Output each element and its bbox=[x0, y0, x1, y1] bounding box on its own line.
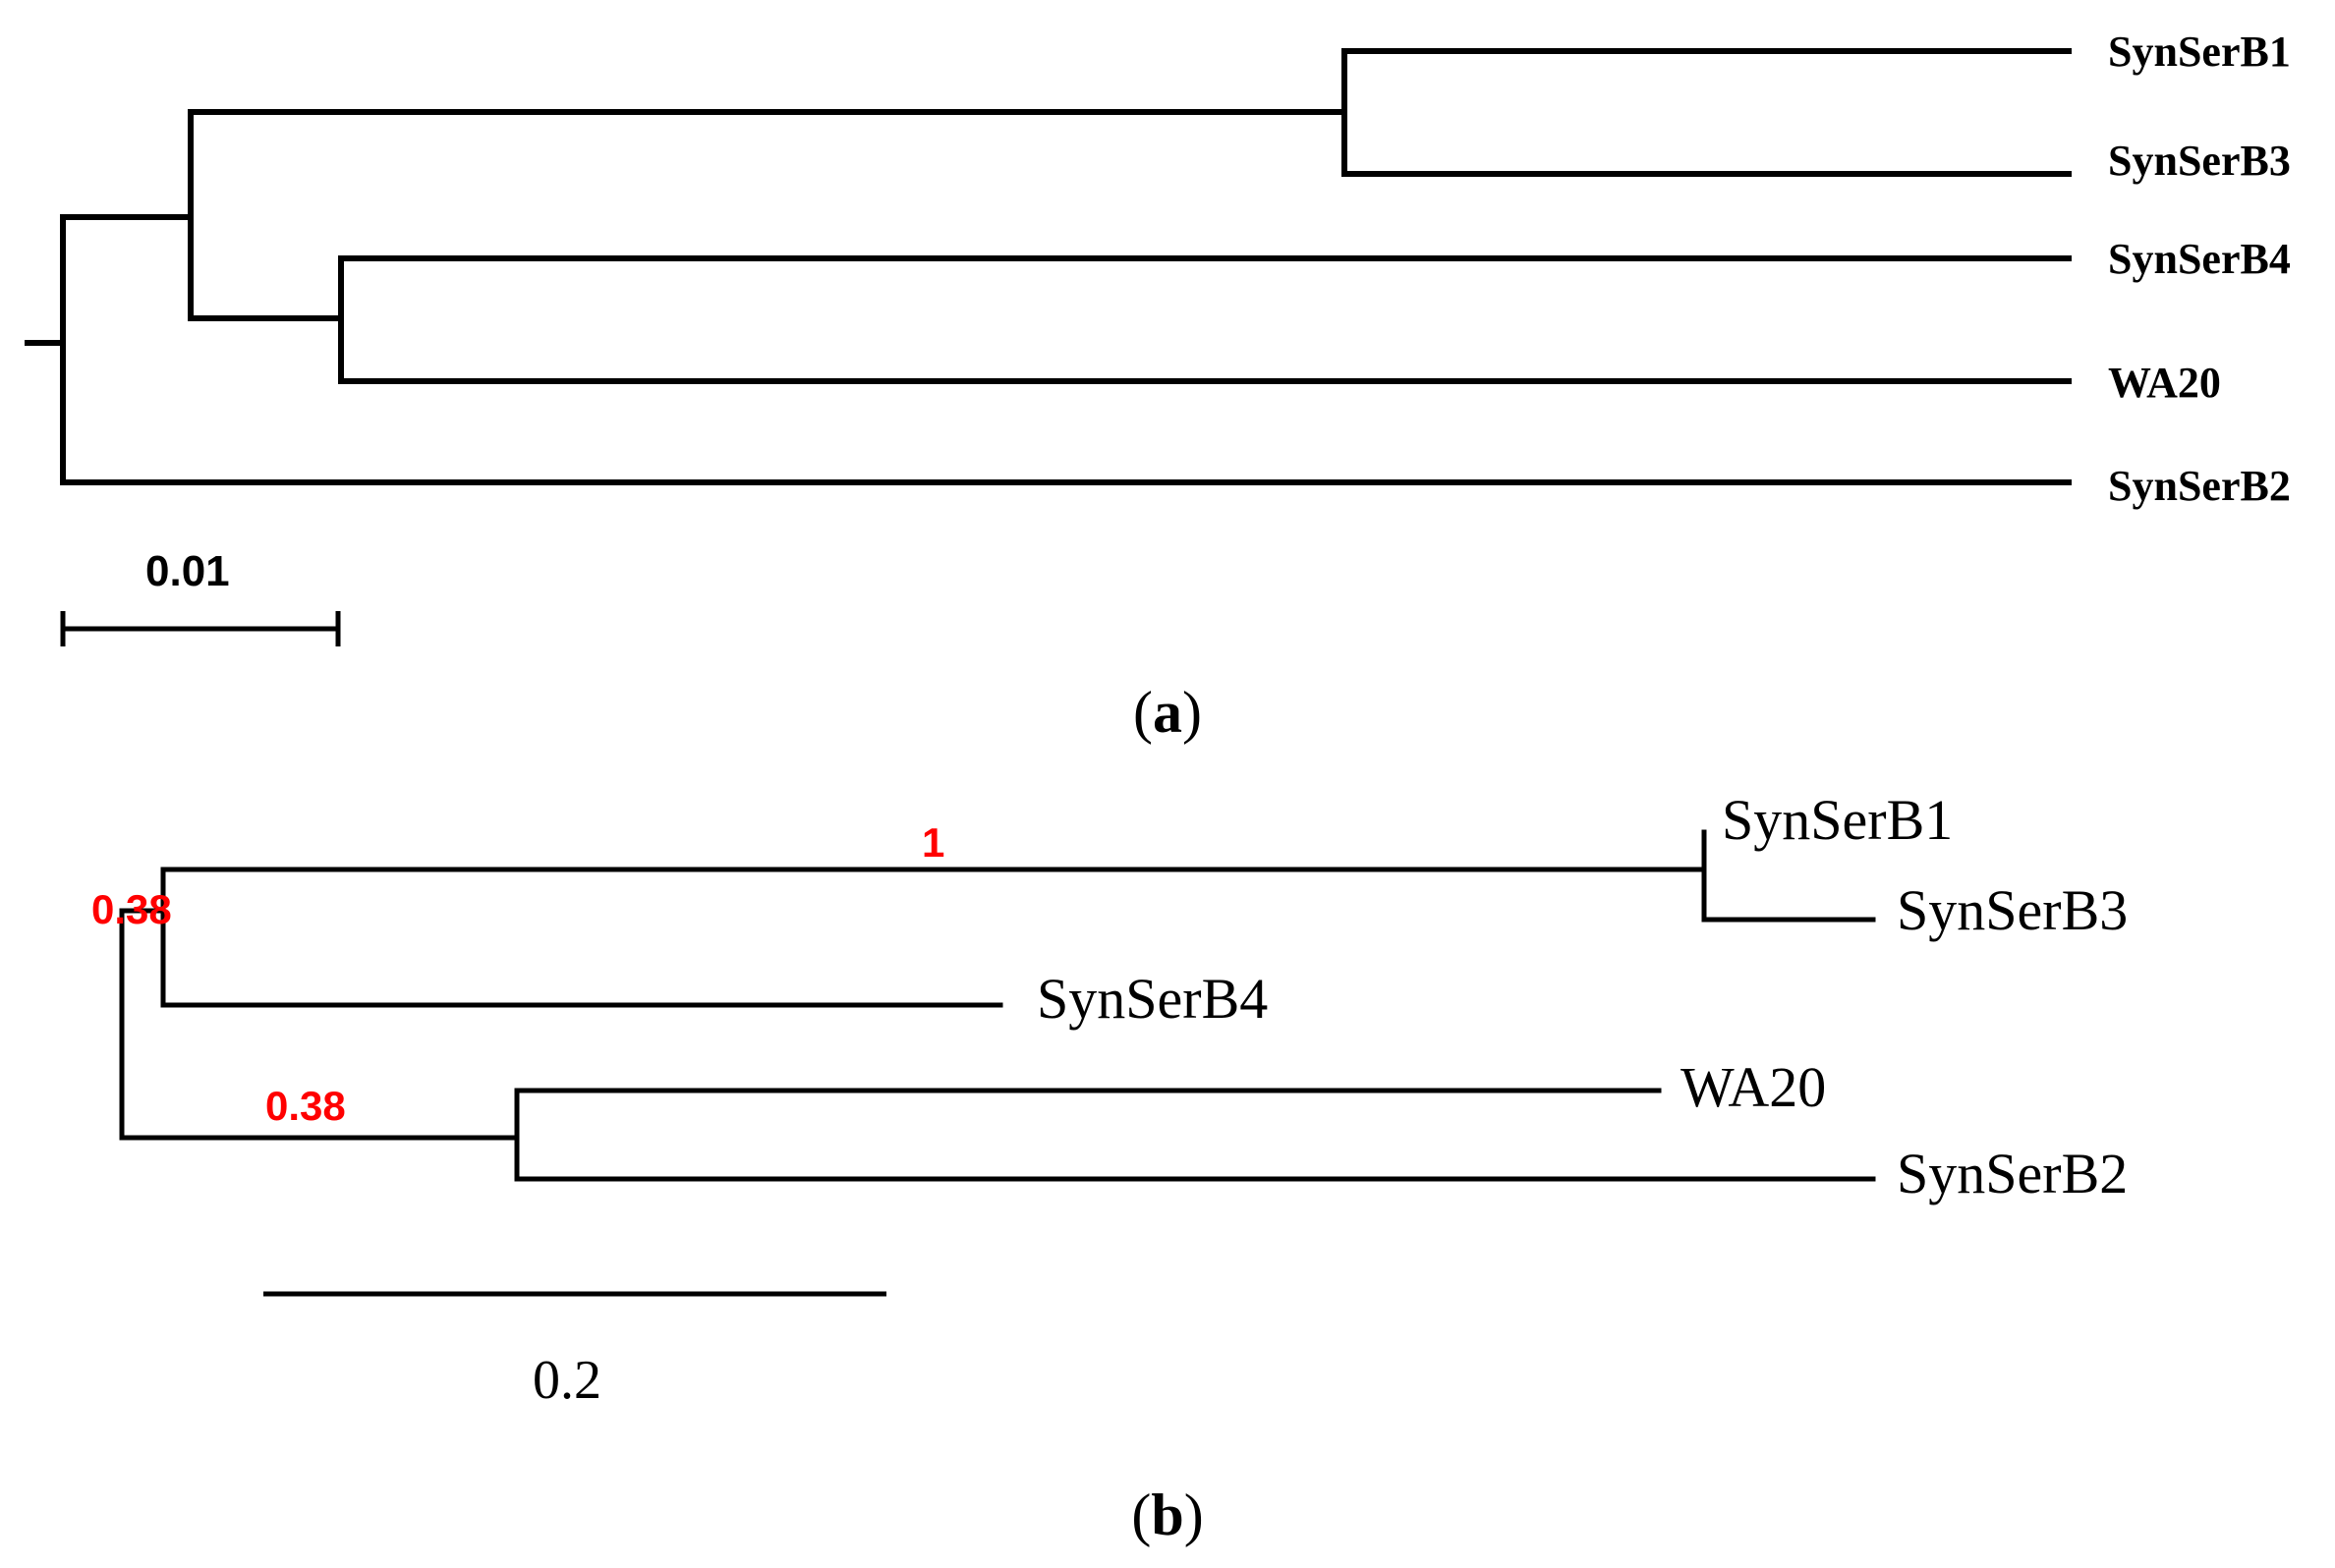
leaf-label-synserb4: SynSerB4 bbox=[2108, 235, 2291, 283]
panel-b-scale-bar: 0.2 bbox=[263, 1291, 886, 1411]
panel-a-caption-letter: a bbox=[1153, 680, 1182, 745]
panel-b: SynSerB1 SynSerB3 SynSerB4 WA20 SynSerB2… bbox=[91, 788, 2128, 1547]
panel-a-tree-branches bbox=[25, 48, 2072, 485]
leaf-label-synserb2: SynSerB2 bbox=[2108, 462, 2291, 510]
panel-b-caption: (b) bbox=[1131, 1483, 1203, 1547]
panel-b-support-values: 1 0.38 0.38 bbox=[91, 819, 944, 1129]
panel-a-caption: (a) bbox=[1133, 680, 1202, 745]
leaf-label-synserb2: SynSerB2 bbox=[1897, 1142, 2128, 1205]
leaf-label-synserb3: SynSerB3 bbox=[1897, 878, 2128, 942]
scale-bar-label: 0.2 bbox=[533, 1350, 601, 1411]
leaf-label-synserb4: SynSerB4 bbox=[1037, 967, 1268, 1031]
panel-b-caption-letter: b bbox=[1151, 1483, 1183, 1547]
scale-bar-label: 0.01 bbox=[145, 547, 230, 595]
panel-b-leaf-labels: SynSerB1 SynSerB3 SynSerB4 WA20 SynSerB2 bbox=[1037, 788, 2128, 1205]
support-value-b1-b3-clade: 1 bbox=[922, 819, 944, 866]
leaf-label-wa20: WA20 bbox=[1680, 1055, 1826, 1119]
panel-a: SynSerB1 SynSerB3 SynSerB4 WA20 SynSerB2… bbox=[25, 28, 2291, 745]
leaf-label-synserb1: SynSerB1 bbox=[1722, 788, 1953, 852]
support-value-lower-clade: 0.38 bbox=[265, 1083, 346, 1129]
panel-a-leaf-labels: SynSerB1 SynSerB3 SynSerB4 WA20 SynSerB2 bbox=[2108, 28, 2291, 510]
support-value-upper-clade: 0.38 bbox=[91, 886, 172, 932]
leaf-label-synserb3: SynSerB3 bbox=[2108, 137, 2291, 185]
panel-b-tree-branches bbox=[119, 829, 1876, 1182]
leaf-label-synserb1: SynSerB1 bbox=[2108, 28, 2291, 76]
panel-a-scale-bar: 0.01 bbox=[60, 547, 341, 646]
leaf-label-wa20: WA20 bbox=[2108, 359, 2221, 407]
